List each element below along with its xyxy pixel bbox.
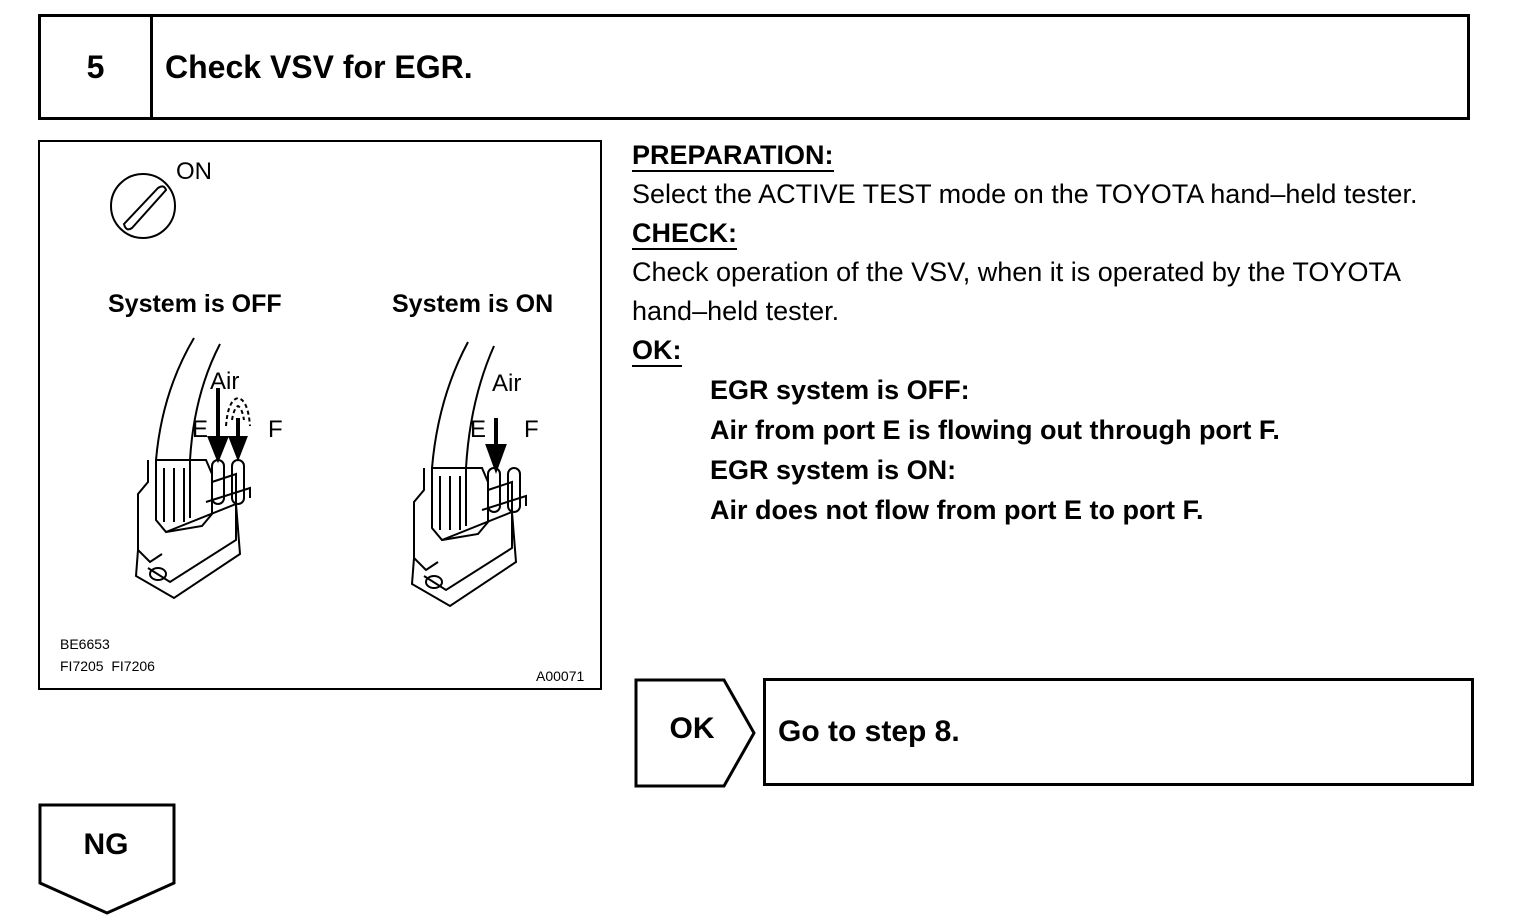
port-f-label-off: F (268, 416, 283, 443)
system-on-caption: System is ON (392, 290, 554, 318)
figure-code-1: BE6653 (60, 636, 110, 652)
air-label-on: Air (492, 370, 522, 397)
vsv-off-drawing (134, 337, 251, 600)
system-off-caption: System is OFF (108, 290, 282, 318)
ok-arrow-shape (634, 678, 756, 788)
ignition-switch-icon (110, 173, 176, 239)
ok-criteria-label: OK: (632, 335, 682, 367)
check-label: CHECK: (632, 218, 737, 250)
step-number: 5 (41, 17, 153, 117)
vsv-on-drawing (410, 341, 527, 608)
figure-code-2: FI7205 FI7206 (60, 658, 155, 674)
ok-criteria-list: EGR system is OFF: Air from port E is fl… (632, 370, 1478, 530)
preparation-text: Select the ACTIVE TEST mode on the TOYOT… (632, 179, 1418, 209)
preparation-label: PREPARATION: (632, 140, 834, 172)
air-flow-arrows-off (207, 388, 248, 464)
ng-flow-label: NG (83, 828, 129, 861)
air-label-off: Air (210, 368, 240, 395)
ok-criteria-line: Air from port E is flowing out through p… (710, 415, 1280, 445)
goto-step-box: Go to step 8. (763, 678, 1474, 786)
port-e-label-on: E (470, 416, 487, 443)
port-e-label-off: E (192, 416, 209, 443)
vsv-figure: ON System is OFF System is ON Air E F Ai… (38, 140, 602, 690)
ok-criteria-line: EGR system is ON: (710, 455, 957, 485)
ng-arrow-shape (38, 803, 176, 915)
figure-code-3: A00071 (536, 668, 585, 684)
ignition-on-label: ON (176, 158, 212, 185)
vsv-illustration (110, 173, 527, 608)
step-title: Check VSV for EGR. (165, 48, 473, 85)
step-header: 5 Check VSV for EGR. (38, 14, 1470, 120)
ok-criteria-line: EGR system is OFF: (710, 375, 970, 405)
air-flow-arrow-on (485, 418, 507, 474)
air-flow-exit-icon (225, 396, 251, 427)
ok-criteria-line: Air does not flow from port E to port F. (710, 495, 1204, 525)
check-text: Check operation of the VSV, when it is o… (632, 257, 1400, 326)
port-f-label-on: F (524, 416, 539, 443)
instructions: PREPARATION: Select the ACTIVE TEST mode… (632, 136, 1478, 530)
ok-flow-label: OK (669, 712, 715, 745)
